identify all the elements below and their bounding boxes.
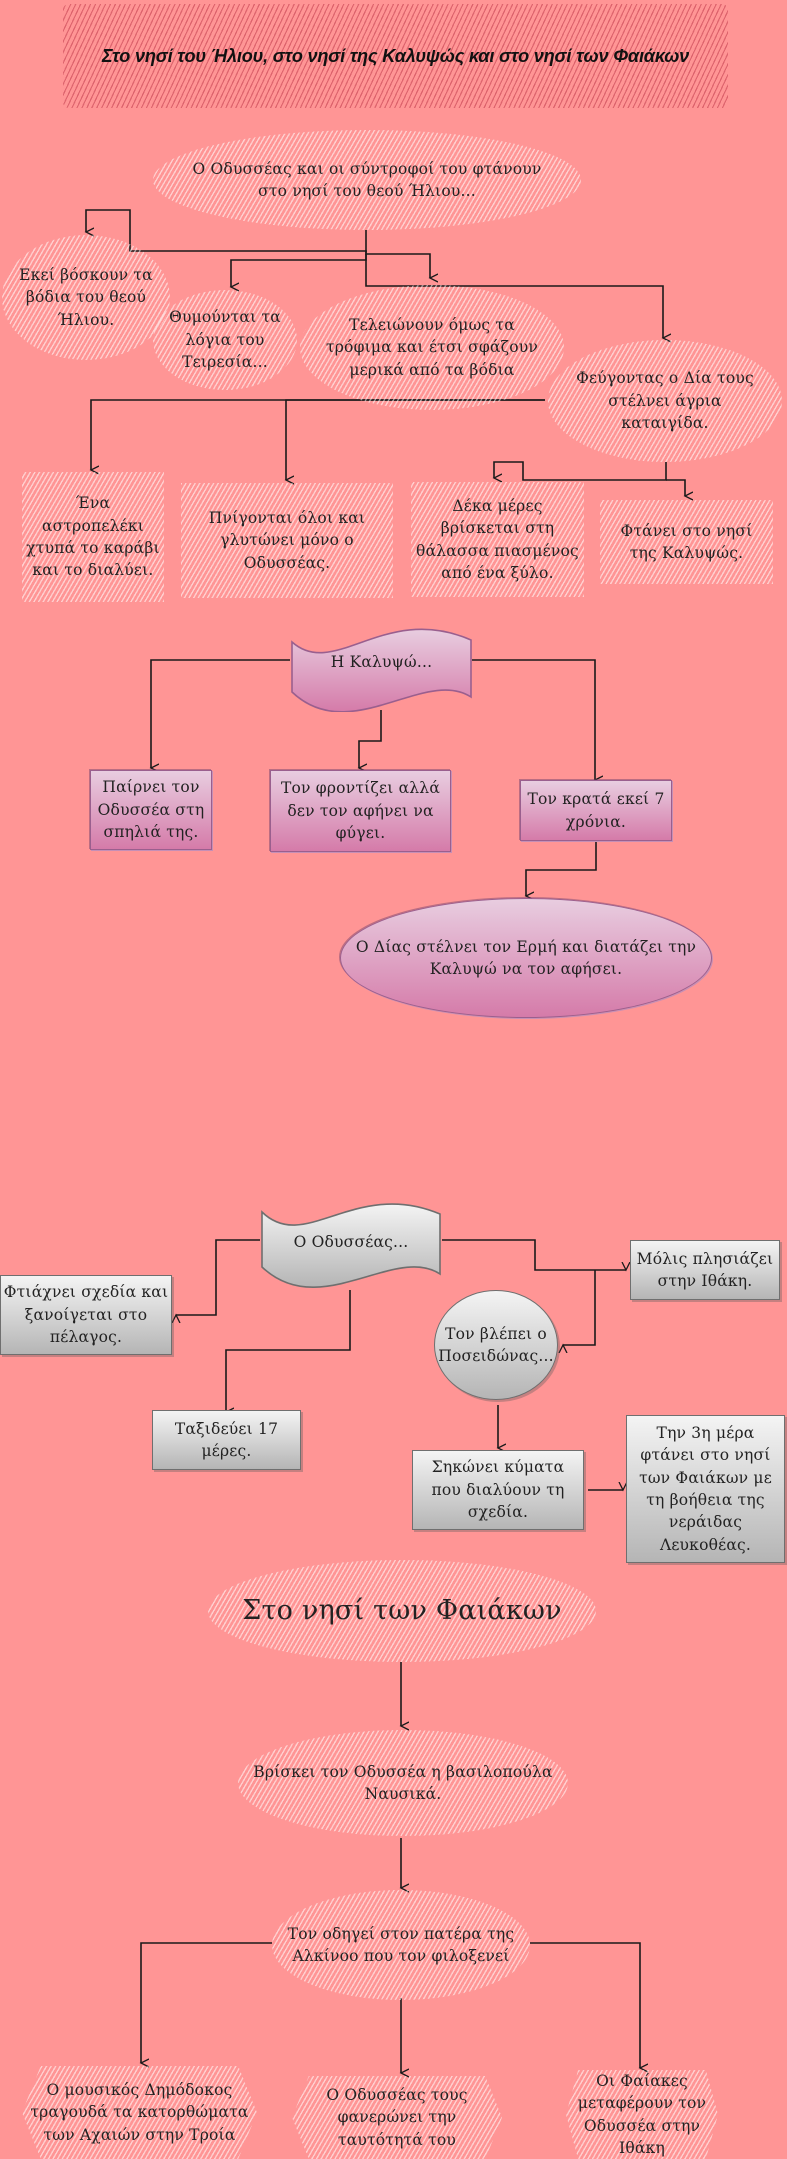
helios-arrives-text: Φτάνει στο νησί της Καλυψώς.: [620, 521, 753, 562]
helios-root-text: Ο Οδυσσέας και οι σύντροφοί του φτάνουν …: [192, 159, 542, 200]
odysseus-travels-text: Ταξιδεύει 17 μέρες.: [174, 1419, 279, 1460]
phaeacians-nausicaa-node[interactable]: Βρίσκει τον Οδυσσέα η βασιλοπούλα Ναυσικ…: [238, 1730, 568, 1836]
connector-storm-to-thunderbolt: [91, 399, 545, 470]
calypso-root-text: Η Καλυψώ...: [330, 652, 433, 671]
helios-remember-text: Θυμούνται τα λόγια του Τειρεσία...: [169, 308, 281, 372]
odysseus-raft-node[interactable]: Φτιάχνει σχεδία και ξανοίγεται στο πέλαγ…: [0, 1275, 172, 1355]
page-title: Στο νησί του Ήλιου, στο νησί της Καλυψώς…: [101, 45, 690, 66]
helios-food-node[interactable]: Τελειώνουν όμως τα τρόφιμα και έτσι σφάζ…: [300, 285, 564, 410]
odysseus-ithaca-text: Μόλις πλησιάζει στην Ιθάκη.: [636, 1249, 774, 1290]
helios-remember-node[interactable]: Θυμούνται τα λόγια του Τειρεσία...: [153, 290, 297, 390]
phaeacians-nausicaa-text: Βρίσκει τον Οδυσσέα η βασιλοπούλα Ναυσικ…: [253, 1762, 553, 1803]
odysseus-poseidon-text: Τον βλέπει ο Ποσειδώνας...: [438, 1324, 554, 1365]
calypso-hermes-text: Ο Δίας στέλνει τον Ερμή και διατάζει την…: [355, 937, 697, 978]
odysseus-root-text: Ο Οδυσσέας...: [293, 1232, 409, 1251]
phaeacians-demodocus-text: Ο μουσικός Δημόδοκος τραγουδά τα κατορθώ…: [30, 2080, 249, 2144]
calypso-cares-node[interactable]: Τον φροντίζει αλλά δεν τον αφήνει να φύγ…: [270, 770, 451, 852]
connector-calypso-to-cares: [359, 710, 382, 768]
connector-calypso-to-keeps: [472, 659, 595, 780]
phaeacians-identity-text: Ο Οδυσσέας τους φανερώνει την ταυτότητά …: [326, 2085, 468, 2149]
odysseus-raft-text: Φτιάχνει σχεδία και ξανοίγεται στο πέλαγ…: [3, 1283, 169, 1347]
wave-shape: [291, 628, 472, 712]
helios-storm-node[interactable]: Φεύγοντας ο Δία τους στέλνει άγρια καται…: [548, 340, 782, 462]
calypso-cares-text: Τον φροντίζει αλλά δεν τον αφήνει να φύγ…: [280, 779, 440, 843]
title-banner: Στο νησί του Ήλιου, στο νησί της Καλυψώς…: [63, 4, 728, 108]
wave-shape: [261, 1203, 441, 1288]
phaeacians-alcinous-text: Τον οδηγεί στον πατέρα της Αλκίνοο που τ…: [287, 1924, 515, 1965]
connector-storm-to-drown: [286, 399, 545, 480]
helios-tendays-text: Δέκα μέρες βρίσκεται στη θάλασσα πιασμέν…: [416, 496, 579, 582]
helios-cattle-text: Εκεί βόσκουν τα βόδια του θεού Ήλιου.: [19, 265, 153, 329]
phaeacians-alcinous-node[interactable]: Τον οδηγεί στον πατέρα της Αλκίνοο που τ…: [272, 1890, 530, 2000]
connector-storm-to-tendays: [494, 461, 667, 480]
connector-storm-to-arrives: [666, 479, 685, 496]
connector-odysseus-to-raft: [176, 1239, 260, 1315]
phaeacians-transport-node[interactable]: Οι Φαίακες μεταφέρουν τον Οδυσσέα στην Ι…: [566, 2070, 718, 2159]
odysseus-poseidon-node[interactable]: Τον βλέπει ο Ποσειδώνας...: [434, 1290, 558, 1400]
odysseus-ithaca-node[interactable]: Μόλις πλησιάζει στην Ιθάκη.: [630, 1240, 780, 1300]
odysseus-thirdday-text: Την 3η μέρα φτάνει στο νησί των Φαιάκων …: [639, 1423, 772, 1554]
calypso-root-node[interactable]: Η Καλυψώ...: [290, 612, 473, 712]
calypso-keeps-node[interactable]: Τον κρατά εκεί 7 χρόνια.: [520, 780, 672, 841]
phaeacians-heading: Στο νησί των Φαιάκων: [242, 1595, 562, 1627]
odysseus-travels-node[interactable]: Ταξιδεύει 17 μέρες.: [152, 1410, 301, 1470]
calypso-keeps-text: Τον κρατά εκεί 7 χρόνια.: [527, 790, 665, 831]
helios-tendays-node[interactable]: Δέκα μέρες βρίσκεται στη θάλασσα πιασμέν…: [411, 482, 584, 597]
connector-alcinous-to-transport: [530, 1942, 640, 2068]
helios-food-text: Τελειώνουν όμως τα τρόφιμα και έτσι σφάζ…: [325, 315, 539, 379]
connector-alcinous-to-demodocus: [141, 1942, 272, 2063]
odysseus-root-node[interactable]: Ο Οδυσσέας...: [260, 1192, 442, 1292]
helios-root-node[interactable]: Ο Οδυσσέας και οι σύντροφοί του φτάνουν …: [153, 130, 581, 230]
phaeacians-heading-node: Στο νησί των Φαιάκων: [208, 1560, 596, 1662]
phaeacians-demodocus-node[interactable]: Ο μουσικός Δημόδοκος τραγουδά τα κατορθώ…: [22, 2066, 257, 2159]
connector-keeps-to-hermes: [526, 840, 597, 896]
connector-odysseus-to-ithaca: [442, 1239, 626, 1270]
connector-calypso-to-cave: [151, 659, 290, 768]
helios-arrives-node[interactable]: Φτάνει στο νησί της Καλυψώς.: [600, 500, 773, 584]
odysseus-waves-node[interactable]: Σηκώνει κύματα που διαλύουν τη σχεδία.: [412, 1450, 584, 1530]
phaeacians-transport-text: Οι Φαίακες μεταφέρουν τον Οδυσσέα στην Ι…: [577, 2071, 707, 2157]
connector-odysseus-to-travels: [226, 1290, 351, 1412]
calypso-hermes-node[interactable]: Ο Δίας στέλνει τον Ερμή και διατάζει την…: [340, 898, 712, 1018]
connector-root-to-remember: [231, 251, 367, 287]
odysseus-thirdday-node[interactable]: Την 3η μέρα φτάνει στο νησί των Φαιάκων …: [626, 1415, 785, 1563]
helios-thunderbolt-node[interactable]: Ένα αστροπελέκι χτυπά το καράβι και το δ…: [22, 472, 164, 602]
connector-root-to-food: [365, 250, 430, 278]
phaeacians-identity-node[interactable]: Ο Οδυσσέας τους φανερώνει την ταυτότητά …: [292, 2076, 502, 2159]
odysseus-waves-text: Σηκώνει κύματα που διαλύουν τη σχεδία.: [431, 1458, 565, 1522]
helios-storm-text: Φεύγοντας ο Δία τους στέλνει άγρια καται…: [576, 369, 754, 433]
helios-thunderbolt-text: Ένα αστροπελέκι χτυπά το καράβι και το δ…: [26, 494, 160, 580]
helios-drown-text: Πνίγονται όλοι και γλυτώνει μόνο ο Οδυσσ…: [208, 508, 366, 572]
helios-cattle-node[interactable]: Εκεί βόσκουν τα βόδια του θεού Ήλιου.: [2, 235, 170, 360]
calypso-cave-node[interactable]: Παίρνει τον Οδυσσέα στη σπηλιά της.: [90, 770, 212, 850]
connector-ithaca-to-poseidon: [563, 1270, 596, 1345]
helios-drown-node[interactable]: Πνίγονται όλοι και γλυτώνει μόνο ο Οδυσσ…: [181, 483, 393, 598]
calypso-cave-text: Παίρνει τον Οδυσσέα στη σπηλιά της.: [97, 778, 205, 842]
